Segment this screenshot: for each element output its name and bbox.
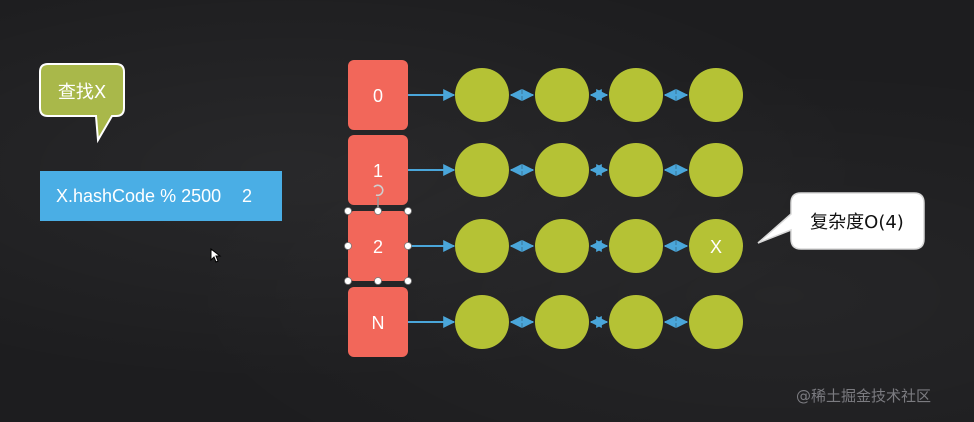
bucket-row: 0 xyxy=(348,60,743,130)
chain-node xyxy=(609,68,663,122)
resize-handle[interactable] xyxy=(344,277,352,285)
watermark: @稀土掘金技术社区 xyxy=(796,387,932,405)
bucket-box[interactable] xyxy=(348,211,408,281)
chain-node xyxy=(535,68,589,122)
bucket-label: N xyxy=(372,313,385,333)
chain-node xyxy=(455,68,509,122)
bucket-label: 0 xyxy=(373,86,383,106)
bucket-box xyxy=(348,60,408,130)
chain-node xyxy=(609,219,663,273)
hash-bar: X.hashCode % 2500 2 xyxy=(40,171,282,221)
chain-node xyxy=(689,143,743,197)
complexity-callout-text: 复杂度O(4) xyxy=(810,212,904,233)
resize-handle[interactable] xyxy=(404,242,412,250)
chain-node xyxy=(535,143,589,197)
resize-handle[interactable] xyxy=(404,277,412,285)
chain-node xyxy=(455,295,509,349)
bucket-row: 1 xyxy=(348,135,743,205)
chain-node xyxy=(455,219,509,273)
resize-handle[interactable] xyxy=(374,277,382,285)
bucket-box xyxy=(348,135,408,205)
rotate-handle-icon[interactable] xyxy=(373,184,384,197)
mouse-cursor-icon xyxy=(210,248,222,263)
chain-node xyxy=(689,295,743,349)
find-callout: 查找X xyxy=(39,63,125,144)
chain-node xyxy=(689,219,743,273)
hash-expression: X.hashCode % 2500 xyxy=(56,185,222,206)
chain-node xyxy=(609,295,663,349)
resize-handle[interactable] xyxy=(344,207,352,215)
bucket-label: 1 xyxy=(373,161,383,181)
bucket-row: N xyxy=(348,287,743,357)
selection-handles[interactable] xyxy=(344,184,412,285)
bucket-box xyxy=(348,287,408,357)
chain-node xyxy=(535,219,589,273)
find-callout-text: 查找X xyxy=(58,82,106,103)
chain-node xyxy=(689,68,743,122)
hash-result: 2 xyxy=(242,185,253,206)
chain-node-label: X xyxy=(710,237,722,257)
resize-handle[interactable] xyxy=(344,242,352,250)
resize-handle[interactable] xyxy=(404,207,412,215)
chain-node xyxy=(455,143,509,197)
bucket-label: 2 xyxy=(373,237,383,257)
chain-node xyxy=(609,143,663,197)
chain-node xyxy=(535,295,589,349)
complexity-callout: 复杂度O(4) xyxy=(757,192,925,250)
resize-handle[interactable] xyxy=(374,207,382,215)
